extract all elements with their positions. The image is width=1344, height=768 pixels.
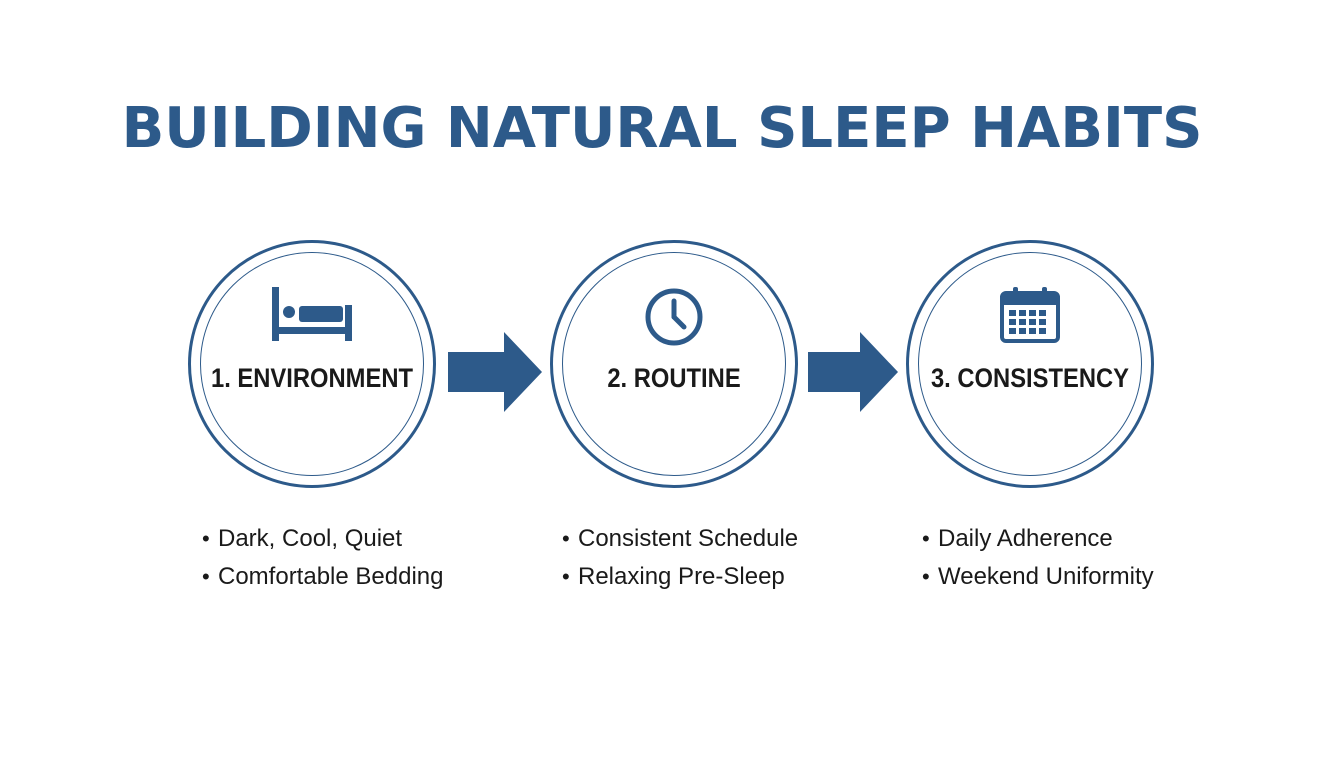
- list-item: Relaxing Pre-Sleep: [562, 558, 798, 596]
- step-label: 3. CONSISTENCY: [930, 363, 1130, 393]
- step-label: 2. ROUTINE: [607, 363, 741, 393]
- clock-icon: [644, 287, 704, 352]
- list-item: Consistent Schedule: [562, 520, 798, 558]
- bed-icon: [272, 287, 352, 348]
- calendar-icon: [1000, 287, 1060, 348]
- step-circle-inner-ring: [918, 252, 1142, 476]
- arrow-right-icon: [808, 332, 898, 412]
- page-title: BUILDING NATURAL SLEEP HABITS: [121, 96, 1203, 161]
- step-environment-circle: 1. ENVIRONMENT: [188, 240, 436, 488]
- step-consistency-circle: 3. CONSISTENCY: [906, 240, 1154, 488]
- arrow-right-icon: [448, 332, 542, 412]
- list-item: Daily Adherence: [922, 520, 1154, 558]
- consistency-bullet-list: Daily Adherence Weekend Uniformity: [922, 520, 1154, 596]
- list-item: Dark, Cool, Quiet: [202, 520, 443, 558]
- list-item: Weekend Uniformity: [922, 558, 1154, 596]
- routine-bullet-list: Consistent Schedule Relaxing Pre-Sleep: [562, 520, 798, 596]
- step-label: 1. ENVIRONMENT: [211, 363, 413, 393]
- step-circle-inner-ring: [200, 252, 424, 476]
- step-circle-inner-ring: [562, 252, 786, 476]
- list-item: Comfortable Bedding: [202, 558, 443, 596]
- environment-bullet-list: Dark, Cool, Quiet Comfortable Bedding: [202, 520, 443, 596]
- step-routine-circle: 2. ROUTINE: [550, 240, 798, 488]
